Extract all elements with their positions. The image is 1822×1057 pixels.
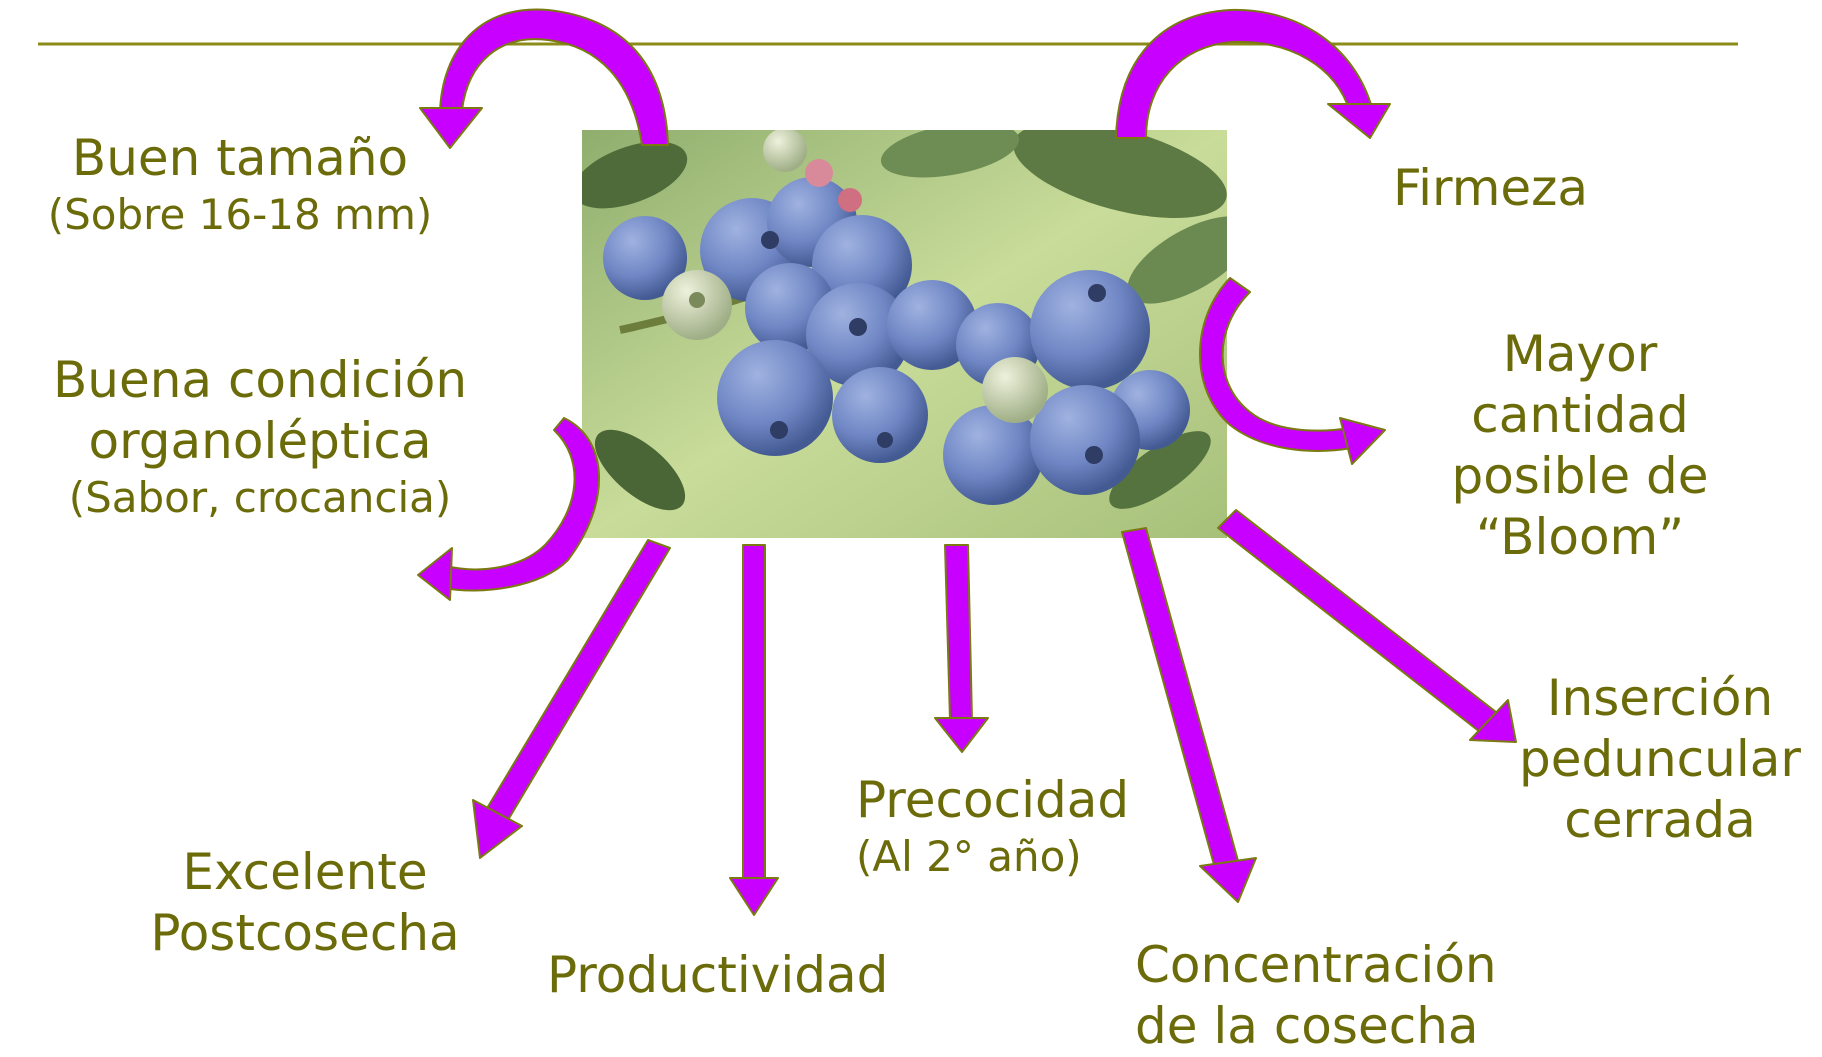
label-firmeza-main: Firmeza (1393, 159, 1589, 217)
label-concentracion-line2: de la cosecha (1135, 997, 1479, 1055)
label-precocidad-main: Precocidad (856, 771, 1130, 829)
label-tamano-main: Buen tamaño (71, 129, 409, 187)
label-insercion-line1: Inserción (1546, 669, 1774, 727)
label-firmeza: Firmeza (1393, 158, 1588, 219)
label-insercion-line3: cerrada (1564, 791, 1756, 849)
label-bloom-line2: cantidad (1471, 386, 1689, 444)
label-bloom: Mayor cantidad posible de “Bloom” (1430, 324, 1730, 568)
label-insercion-line2: peduncular (1519, 730, 1801, 788)
label-tamano-sub: (Sobre 16-18 mm) (47, 190, 433, 239)
arrow-firmeza (1115, 8, 1373, 139)
label-productividad-main: Productividad (547, 946, 889, 1004)
blueberry-cluster-photo (582, 130, 1227, 538)
arrow-concentracion (1121, 527, 1241, 873)
label-organoleptica-line1: Buena condición (52, 351, 468, 409)
label-postcosecha-line2: Postcosecha (150, 904, 460, 962)
label-productividad: Productividad (547, 945, 888, 1006)
label-precocidad: Precocidad (Al 2° año) (856, 770, 1129, 882)
label-concentracion-line1: Concentración (1135, 936, 1497, 994)
label-organoleptica-sub: (Sabor, crocancia) (68, 473, 452, 522)
label-insercion: Inserción peduncular cerrada (1500, 668, 1820, 851)
label-bloom-line4: “Bloom” (1475, 508, 1685, 566)
label-precocidad-sub: (Al 2° año) (856, 832, 1082, 881)
label-organoleptica: Buena condición organoléptica (Sabor, cr… (20, 350, 500, 523)
label-tamano: Buen tamaño (Sobre 16-18 mm) (0, 128, 480, 240)
arrow-tamano (439, 8, 669, 146)
label-organoleptica-line2: organoléptica (88, 412, 432, 470)
label-concentracion: Concentración de la cosecha (1135, 935, 1497, 1057)
label-postcosecha: Excelente Postcosecha (125, 842, 485, 964)
arrow-productividad (742, 544, 766, 881)
label-bloom-line3: posible de (1451, 447, 1709, 505)
arrow-precocidad (944, 544, 973, 721)
label-bloom-line1: Mayor (1502, 325, 1658, 383)
label-postcosecha-line1: Excelente (182, 843, 428, 901)
